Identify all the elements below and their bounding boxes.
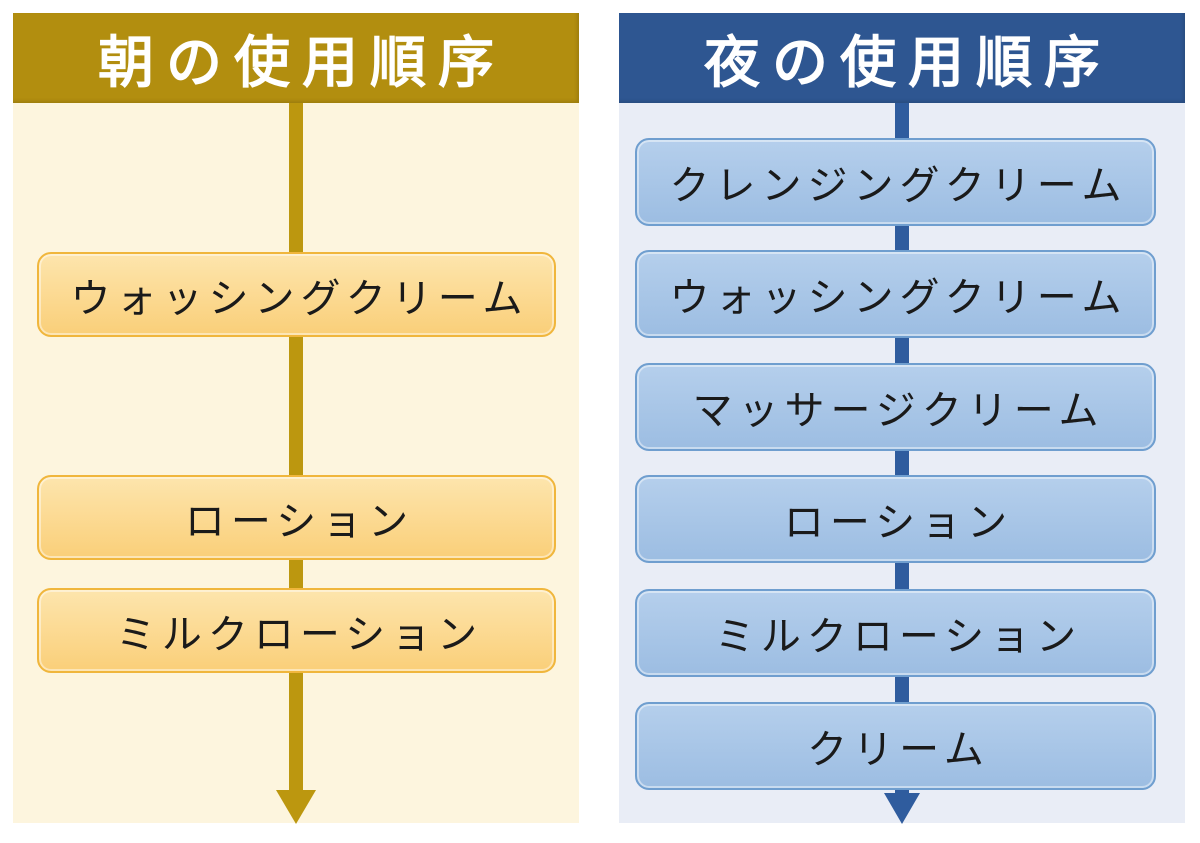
step-box: ウォッシングクリーム bbox=[37, 252, 556, 337]
step-label: マッサージクリーム bbox=[692, 388, 1105, 434]
night-steps-list: クレンジングクリーム ウォッシングクリーム マッサージクリーム ローション ミル… bbox=[619, 103, 1185, 823]
step-label: ローション bbox=[783, 500, 1014, 546]
step-label: ミルクローション bbox=[115, 611, 484, 658]
step-box: ローション bbox=[37, 475, 556, 560]
step-box: クリーム bbox=[635, 702, 1156, 790]
night-panel: 夜の使用順序 クレンジングクリーム ウォッシングクリーム マッサージクリーム ロ… bbox=[619, 13, 1185, 824]
step-label: ウォッシングクリーム bbox=[669, 275, 1128, 321]
step-label: ローション bbox=[184, 498, 415, 545]
step-label: ミルクローション bbox=[714, 614, 1083, 660]
step-box: ミルクローション bbox=[635, 589, 1156, 677]
morning-panel-body: ウォッシングクリーム ローション ミルクローション bbox=[13, 103, 579, 824]
morning-panel: 朝の使用順序 ウォッシングクリーム ローション ミルクローション bbox=[13, 13, 579, 824]
step-label: ウォッシングクリーム bbox=[70, 275, 529, 322]
night-arrow-down-icon bbox=[884, 793, 920, 824]
step-box: クレンジングクリーム bbox=[635, 138, 1156, 226]
step-box: ミルクローション bbox=[37, 588, 556, 673]
morning-panel-title: 朝の使用順序 bbox=[98, 30, 506, 96]
morning-steps-list: ウォッシングクリーム ローション ミルクローション bbox=[13, 103, 579, 823]
step-box: マッサージクリーム bbox=[635, 363, 1156, 451]
step-label: クレンジングクリーム bbox=[669, 163, 1128, 209]
step-label: クリーム bbox=[807, 727, 990, 773]
night-panel-body: クレンジングクリーム ウォッシングクリーム マッサージクリーム ローション ミル… bbox=[619, 103, 1185, 824]
night-panel-header: 夜の使用順序 bbox=[619, 13, 1185, 103]
step-box: ウォッシングクリーム bbox=[635, 250, 1156, 338]
morning-arrow-down-icon bbox=[276, 790, 316, 824]
step-box: ローション bbox=[635, 475, 1156, 563]
night-panel-title: 夜の使用順序 bbox=[704, 30, 1112, 96]
morning-panel-header: 朝の使用順序 bbox=[13, 13, 579, 103]
